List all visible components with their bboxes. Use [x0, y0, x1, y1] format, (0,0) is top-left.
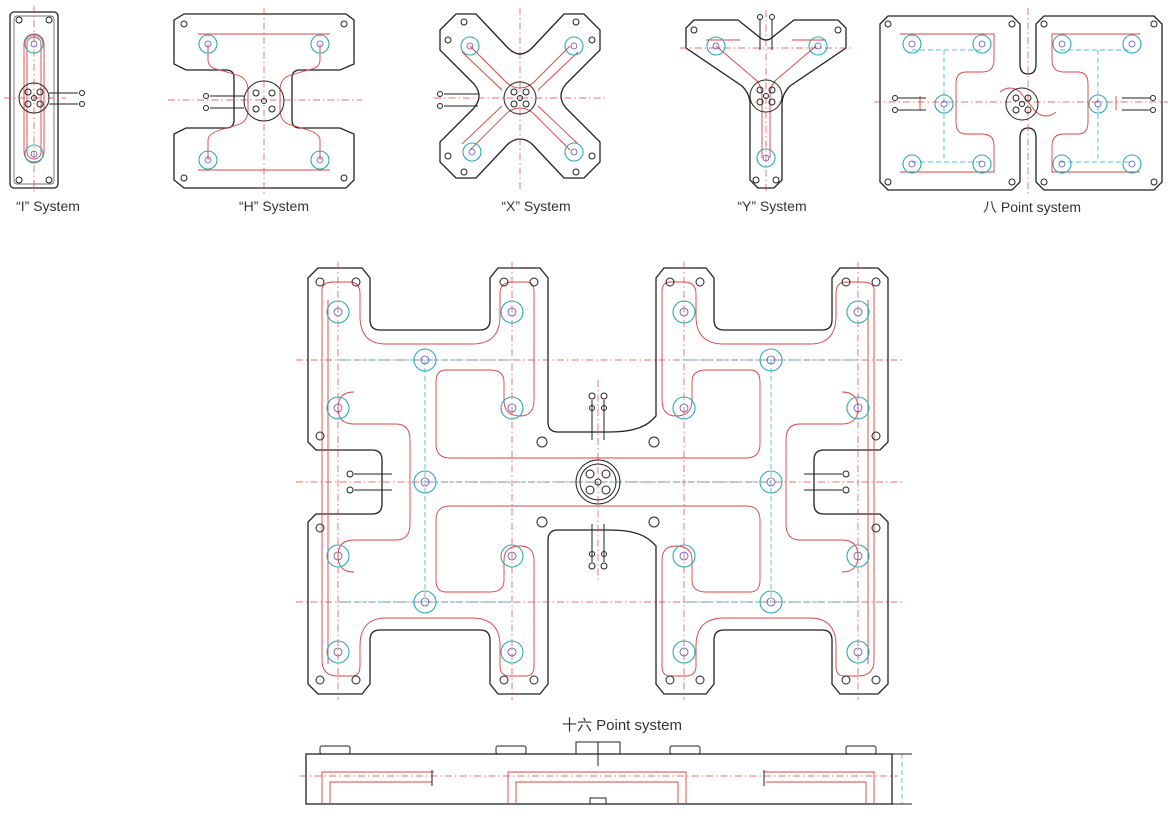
caption-eight-point-system: 八 Point system: [982, 199, 1082, 215]
side-view-drawing: [300, 741, 912, 805]
caption-h-system: “H” System: [239, 198, 309, 214]
eight-point-drawing: [874, 8, 1168, 196]
y-system-drawing: [680, 10, 852, 194]
h-system-drawing: [168, 8, 362, 194]
x-system-drawing: [434, 8, 608, 190]
caption-i-system: “I” System: [16, 198, 80, 214]
i-system-drawing: [4, 6, 85, 194]
sixteen-point-drawing: [296, 262, 904, 700]
caption-sixteen-point-system: 十六 Point system: [561, 717, 683, 734]
nozzle-points: [326, 300, 870, 664]
caption-x-system: “X” System: [501, 198, 571, 214]
caption-y-system: “Y” System: [737, 198, 807, 214]
